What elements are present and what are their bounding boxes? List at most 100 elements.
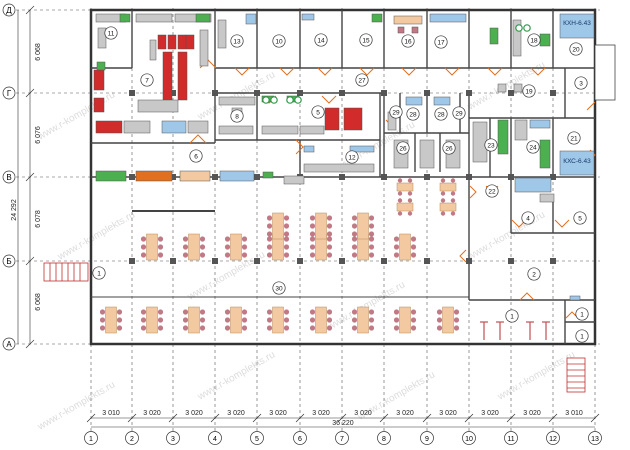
chair [326,231,333,237]
chair [393,317,400,323]
chair [397,211,403,216]
chair [436,317,443,323]
chair [182,244,189,250]
bottom-dimension-chain: 3 010 3 020 3 020 3 020 3 020 3 020 3 02… [86,410,600,428]
chair [199,236,206,242]
chair [410,252,417,258]
column-axis-label: 4 [213,436,217,443]
room-number: 7 [145,77,149,84]
chair [241,325,248,331]
chair [266,231,273,237]
bottom-span-label: 3 020 [185,410,203,417]
chair [283,325,290,331]
watermark: www.r-komplekts.ru [465,209,547,263]
chair [326,309,333,315]
chair [199,317,206,323]
chair [241,236,248,242]
chair [224,252,231,258]
chair [224,244,231,250]
chair [99,325,106,331]
chair [407,178,413,183]
chiller-bottom-label: КХС-6.43 [563,158,591,165]
chair [266,252,273,258]
chair [140,309,147,315]
chair [199,309,206,315]
chair [116,317,123,323]
chair [407,211,413,216]
room-marker-circle [345,150,359,164]
chair [241,244,248,250]
chair [309,231,316,237]
column-axis-label: 2 [130,436,134,443]
chair [351,309,358,315]
column-axis-label: 13 [591,436,599,443]
room-number: 6 [194,153,198,160]
chair [407,198,413,203]
dining-table [315,306,327,334]
room-number: 5 [578,215,582,222]
chair [393,309,400,315]
chair [266,317,273,323]
chair [440,198,446,203]
room-number: 28 [409,111,417,118]
chair [351,325,358,331]
chair [283,244,290,250]
room-marker-circle [272,34,286,48]
chair [397,178,403,183]
equipment-label-group: КХН-6.43 КХС-6.43 [563,20,591,165]
room-marker-circle [230,109,244,123]
dining-table [188,233,200,261]
room-number: 1 [580,333,584,340]
room-number: 8 [235,113,239,120]
room-marker-circle [485,184,499,198]
bottom-span-label: 3 020 [523,410,541,417]
chair [241,309,248,315]
bottom-span-label: 3 020 [227,410,245,417]
dining-table [399,306,411,334]
chair [140,325,147,331]
left-span-label: 6 078 [35,210,42,228]
chair [410,325,417,331]
room-marker-circle [406,107,420,121]
room-number: 10 [275,38,283,45]
room-number: 4 [526,215,530,222]
room-marker-circle [526,140,540,154]
room-marker-circle [521,211,535,225]
chair [116,309,123,315]
bottom-span-label: 3 020 [312,410,330,417]
room-number: 21 [570,135,578,142]
bottom-span-label: 3 020 [439,410,457,417]
chair [368,317,375,323]
row-axis-label: Д [6,6,12,15]
chair [440,191,446,196]
room-number: 13 [233,38,241,45]
chair [309,309,316,315]
chair [453,309,460,315]
room-number: 14 [317,37,325,44]
chair [397,198,403,203]
chair [140,317,147,323]
watermark: www.r-komplekts.ru [35,89,117,143]
room-marker-circle [396,141,410,155]
watermark: www.r-komplekts.ru [495,349,577,403]
chair [440,211,446,216]
room-number: 1 [510,313,514,320]
side-table [439,182,457,192]
chair [326,325,333,331]
chair [450,191,456,196]
chair [266,223,273,229]
stairs-left [43,262,89,282]
chair [351,317,358,323]
room-marker-circle [355,73,369,87]
chair [450,198,456,203]
room-number: 2 [532,271,536,278]
chair [266,236,273,242]
room-marker-circle [527,267,541,281]
room-number: 20 [572,46,580,53]
chair [326,236,333,242]
chair [326,244,333,250]
chair [410,236,417,242]
room-number: 15 [362,37,370,44]
chair [157,317,164,323]
